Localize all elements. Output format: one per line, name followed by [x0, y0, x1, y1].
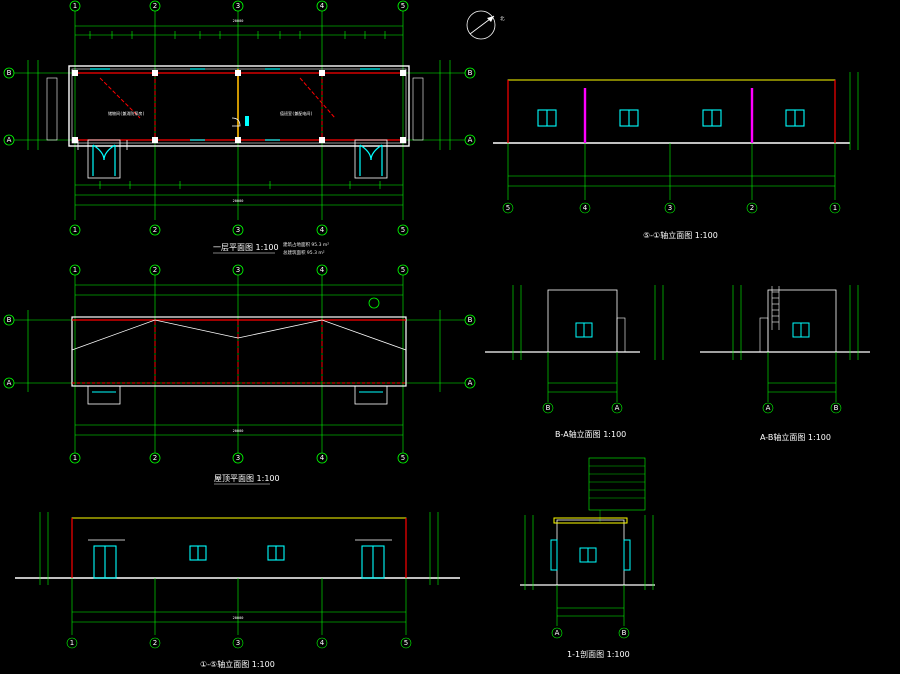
area-total-note: 总建筑面积 95.3 m² [283, 249, 325, 256]
axis-bubble-4: 4 [320, 226, 325, 234]
section-1-1-title: 1-1剖面图 1:100 [567, 649, 630, 659]
axis-bubble-5: 5 [401, 2, 405, 10]
elevation-a-b: A B A-B轴立面图 1:100 [700, 285, 870, 442]
ground-floor-plan: 储物间(兼消防泵房) 值班室(兼配电间) 20000 20000 1 2 3 4… [3, 0, 476, 256]
roof-dim-total: 20000 [233, 429, 244, 433]
room-label-right: 值班室(兼配电间) [280, 110, 313, 116]
axis-bubble-3: 3 [236, 454, 240, 462]
axis-bubble-b: B [834, 404, 839, 412]
axis-bubble-1: 1 [73, 226, 77, 234]
elev-1-5-dim-total: 20000 [233, 616, 244, 620]
elevation-b-a-title: B-A轴立面图 1:100 [555, 429, 626, 439]
roof-plan-title: 屋顶平面图 1:100 [214, 474, 280, 483]
axis-bubble-4: 4 [320, 266, 325, 274]
axis-bubble-2: 2 [750, 204, 754, 212]
axis-bubble-a: A [766, 404, 771, 412]
axis-bubble-a: A [468, 379, 473, 387]
ground-floor-title: 一层平面图 1:100 [213, 243, 279, 252]
axis-bubble-b: B [7, 316, 12, 324]
axis-bubble-a: A [7, 379, 12, 387]
room-label-left: 储物间(兼消防泵房) [108, 110, 145, 116]
axis-bubble-2: 2 [153, 2, 157, 10]
axis-bubble-5: 5 [401, 266, 405, 274]
dim-total-top: 20000 [233, 19, 244, 23]
axis-bubble-1: 1 [73, 454, 77, 462]
elevation-b-a: B A B-A轴立面图 1:100 [485, 285, 664, 439]
axis-bubble-a: A [7, 136, 12, 144]
axis-bubble-2: 2 [153, 226, 157, 234]
roof-plan: 1 2 3 4 5 1 2 3 4 5 B A B A 20000 屋顶平面图 … [3, 264, 476, 485]
axis-bubble-4: 4 [320, 2, 325, 10]
dim-total-bottom: 20000 [233, 199, 244, 203]
elevation-1-5-title: ①-⑤轴立面图 1:100 [200, 659, 275, 669]
axis-bubble-4: 4 [320, 639, 325, 647]
axis-bubble-4: 4 [320, 454, 325, 462]
axis-bubble-b: B [468, 316, 473, 324]
axis-bubble-5: 5 [506, 204, 510, 212]
axis-bubble-3: 3 [236, 266, 240, 274]
axis-bubble-b: B [546, 404, 551, 412]
elevation-1-5: 1 2 3 4 5 20000 ①-⑤轴立面图 1:100 [15, 512, 460, 669]
axis-bubble-2: 2 [153, 266, 157, 274]
axis-bubble-1: 1 [73, 2, 77, 10]
axis-bubble-2: 2 [153, 639, 157, 647]
axis-bubble-1: 1 [70, 639, 74, 647]
elevation-5-1: 5 4 3 2 1 ⑤-①轴立面图 1:100 [493, 72, 859, 240]
axis-bubble-3: 3 [668, 204, 672, 212]
north-arrow-icon: 北 [466, 10, 505, 40]
axis-bubble-5: 5 [401, 454, 405, 462]
axis-bubble-3: 3 [236, 2, 240, 10]
axis-bubble-5: 5 [401, 226, 405, 234]
north-label: 北 [500, 15, 505, 22]
axis-bubble-a: A [468, 136, 473, 144]
axis-bubble-b: B [7, 69, 12, 77]
axis-bubble-5: 5 [404, 639, 408, 647]
elevation-a-b-title: A-B轴立面图 1:100 [760, 432, 831, 442]
axis-bubble-2: 2 [153, 454, 157, 462]
elevation-5-1-title: ⑤-①轴立面图 1:100 [643, 230, 718, 240]
axis-bubble-1: 1 [73, 266, 77, 274]
axis-bubble-3: 3 [236, 639, 240, 647]
axis-bubble-1: 1 [833, 204, 837, 212]
axis-bubble-4: 4 [583, 204, 588, 212]
axis-bubble-a: A [555, 629, 560, 637]
axis-bubble-3: 3 [236, 226, 240, 234]
axis-bubble-a: A [615, 404, 620, 412]
axis-bubble-b: B [622, 629, 627, 637]
axis-bubble-b: B [468, 69, 473, 77]
section-1-1: A B 1-1剖面图 1:100 [520, 457, 655, 659]
area-building-note: 建筑占地面积 95.3 m² [283, 241, 329, 248]
